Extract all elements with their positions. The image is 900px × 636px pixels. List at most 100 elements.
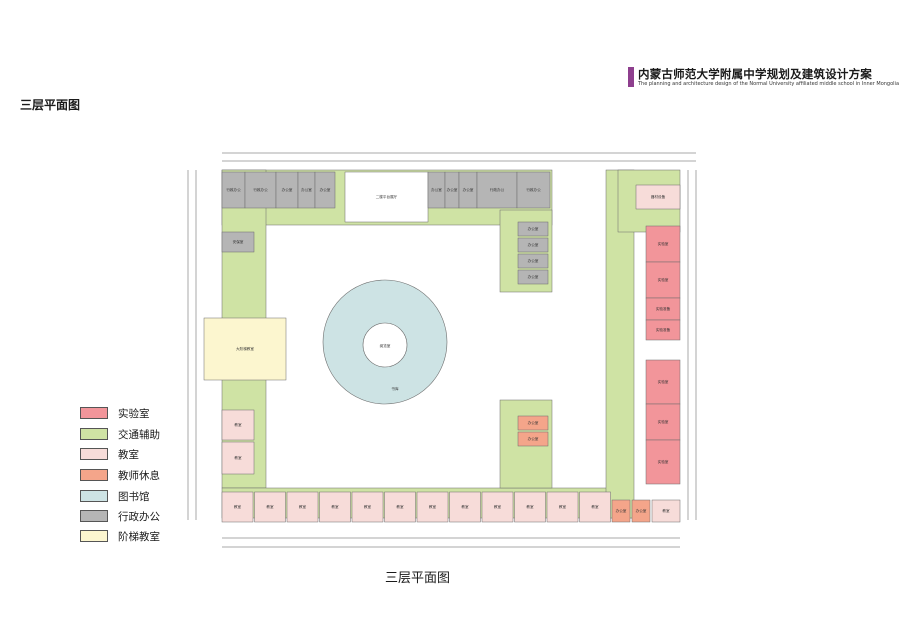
room-ne-office-2 [517, 253, 549, 269]
room-admin-e-4 [516, 171, 551, 209]
room-admin-e-2-label: 办公室 [463, 187, 474, 192]
room-lab-e-4 [645, 439, 681, 485]
room-classroom-s-7 [449, 491, 481, 523]
room-classroom-s-2 [286, 491, 319, 523]
legend-swatch [80, 407, 108, 419]
room-classroom-s-4 [351, 491, 384, 523]
room-admin-w-4-label: 办公室 [320, 187, 331, 192]
legend-label: 实验室 [118, 408, 150, 420]
room-classroom-s-0 [221, 491, 254, 523]
room-admin-e-1-label: 办公室 [447, 187, 458, 192]
room-classroom-s-1-label: 教室 [266, 504, 274, 509]
room-admin-e-3-label: 行政办公 [490, 187, 505, 192]
legend-label: 行政办公 [118, 511, 160, 523]
room-lab-prep-1 [645, 319, 681, 341]
room-classroom-s-4-label: 教室 [364, 504, 372, 509]
room-lab-prep-0-label: 实验准备 [656, 306, 671, 311]
room-lecture-hall [203, 317, 287, 381]
room-classroom-s-10 [546, 491, 579, 523]
legend-label: 图书馆 [118, 491, 150, 503]
room-ne-office-2-label: 办公室 [528, 258, 539, 263]
room-classroom-s-6-label: 教室 [429, 504, 437, 509]
room-lecture-hall-label: 大阶梯教室 [236, 346, 254, 351]
room-lab-e-2 [645, 359, 681, 405]
room-classroom-s-5-label: 教室 [396, 504, 404, 509]
room-ne-office-1 [517, 237, 549, 253]
room-classroom-s-1 [254, 491, 286, 523]
room-equipment-label: 器材设备 [651, 194, 666, 199]
room-se-office-0 [517, 415, 549, 431]
room-lounge-s-1-label: 办公室 [636, 508, 647, 513]
room-classroom-w-1-label: 教室 [234, 455, 242, 460]
room-ne-office-0-label: 办公室 [528, 226, 539, 231]
room-classroom-s-11 [579, 491, 611, 523]
room-lab-e-1 [645, 261, 681, 299]
room-se-office-0-label: 办公室 [528, 420, 539, 425]
room-admin-w-0-label: 行政办公 [226, 187, 241, 192]
room-ne-office-3-label: 办公室 [528, 274, 539, 279]
room-admin-w-3-label: 办公室 [301, 187, 312, 192]
legend-swatch [80, 448, 108, 460]
legend-swatch [80, 428, 108, 440]
room-se-office-1-label: 办公室 [528, 436, 539, 441]
room-classroom-w-0-label: 教室 [234, 422, 242, 427]
room-security-label: 安保室 [233, 239, 244, 244]
room-lab-e-0 [645, 225, 681, 263]
room-ne-office-1-label: 办公室 [528, 242, 539, 247]
room-classroom-s-5 [384, 491, 416, 523]
room-classroom-w-0 [221, 409, 255, 441]
room-admin-e-3 [476, 171, 518, 209]
header-title-cn: 内蒙古师范大学附属中学规划及建筑设计方案 [638, 67, 872, 81]
legend-swatch [80, 469, 108, 481]
legend-swatch [80, 490, 108, 502]
room-classroom-s-3-label: 教室 [331, 504, 339, 509]
room-library-core-label: 阅览室 [380, 343, 391, 348]
room-classroom-s-3 [319, 491, 351, 523]
room-admin-e-0-label: 办公室 [431, 187, 442, 192]
room-classroom-s-9 [514, 491, 546, 523]
room-classroom-s-2-label: 教室 [299, 504, 307, 509]
bottom-caption: 三层平面图 [385, 571, 451, 586]
room-lab-e-3-label: 实验室 [658, 419, 669, 424]
room-ne-office-3 [517, 269, 549, 285]
room-classroom-s-8-label: 教室 [494, 504, 502, 509]
room-classroom-s-6 [416, 491, 449, 523]
room-classroom-s-0-label: 教室 [234, 504, 242, 509]
room-classroom-se [651, 499, 681, 523]
room-lounge-s-0 [611, 499, 631, 523]
room-lab-prep-1-label: 实验准备 [656, 327, 671, 332]
legend-swatch [80, 510, 108, 522]
room-admin-e-4-label: 行政办公 [526, 187, 541, 192]
room-security [221, 231, 255, 253]
room-classroom-s-7-label: 教室 [461, 504, 469, 509]
legend-label: 阶梯教室 [118, 531, 160, 543]
room-admin-w-1-label: 行政办公 [253, 187, 268, 192]
room-multipurpose-label: 二楼平台展厅 [376, 194, 398, 199]
legend-label: 交通辅助 [118, 429, 160, 441]
legend-swatch [80, 530, 108, 542]
room-lounge-s-0-label: 办公室 [616, 508, 627, 513]
header-accent-bar [628, 67, 634, 87]
room-library-core [362, 322, 408, 368]
room-lounge-s-1 [631, 499, 651, 523]
room-admin-w-4 [314, 171, 336, 209]
room-ne-office-0 [517, 221, 549, 237]
legend-label: 教师休息 [118, 470, 160, 482]
room-lab-e-3 [645, 403, 681, 441]
room-classroom-se-label: 教室 [662, 508, 670, 513]
room-library-label: 书库 [391, 386, 399, 391]
room-lab-e-0-label: 实验室 [658, 241, 669, 246]
room-classroom-w-1 [221, 441, 255, 475]
room-equipment [635, 184, 681, 210]
room-classroom-s-11-label: 教室 [591, 504, 599, 509]
legend-label: 教室 [118, 449, 139, 461]
page-title: 三层平面图 [20, 98, 81, 112]
room-lab-e-4-label: 实验室 [658, 459, 669, 464]
room-admin-w-2-label: 办公室 [282, 187, 293, 192]
room-lab-e-1-label: 实验室 [658, 277, 669, 282]
room-classroom-s-9-label: 教室 [526, 504, 534, 509]
room-classroom-s-8 [481, 491, 514, 523]
room-lab-e-2-label: 实验室 [658, 379, 669, 384]
room-se-office-1 [517, 431, 549, 447]
